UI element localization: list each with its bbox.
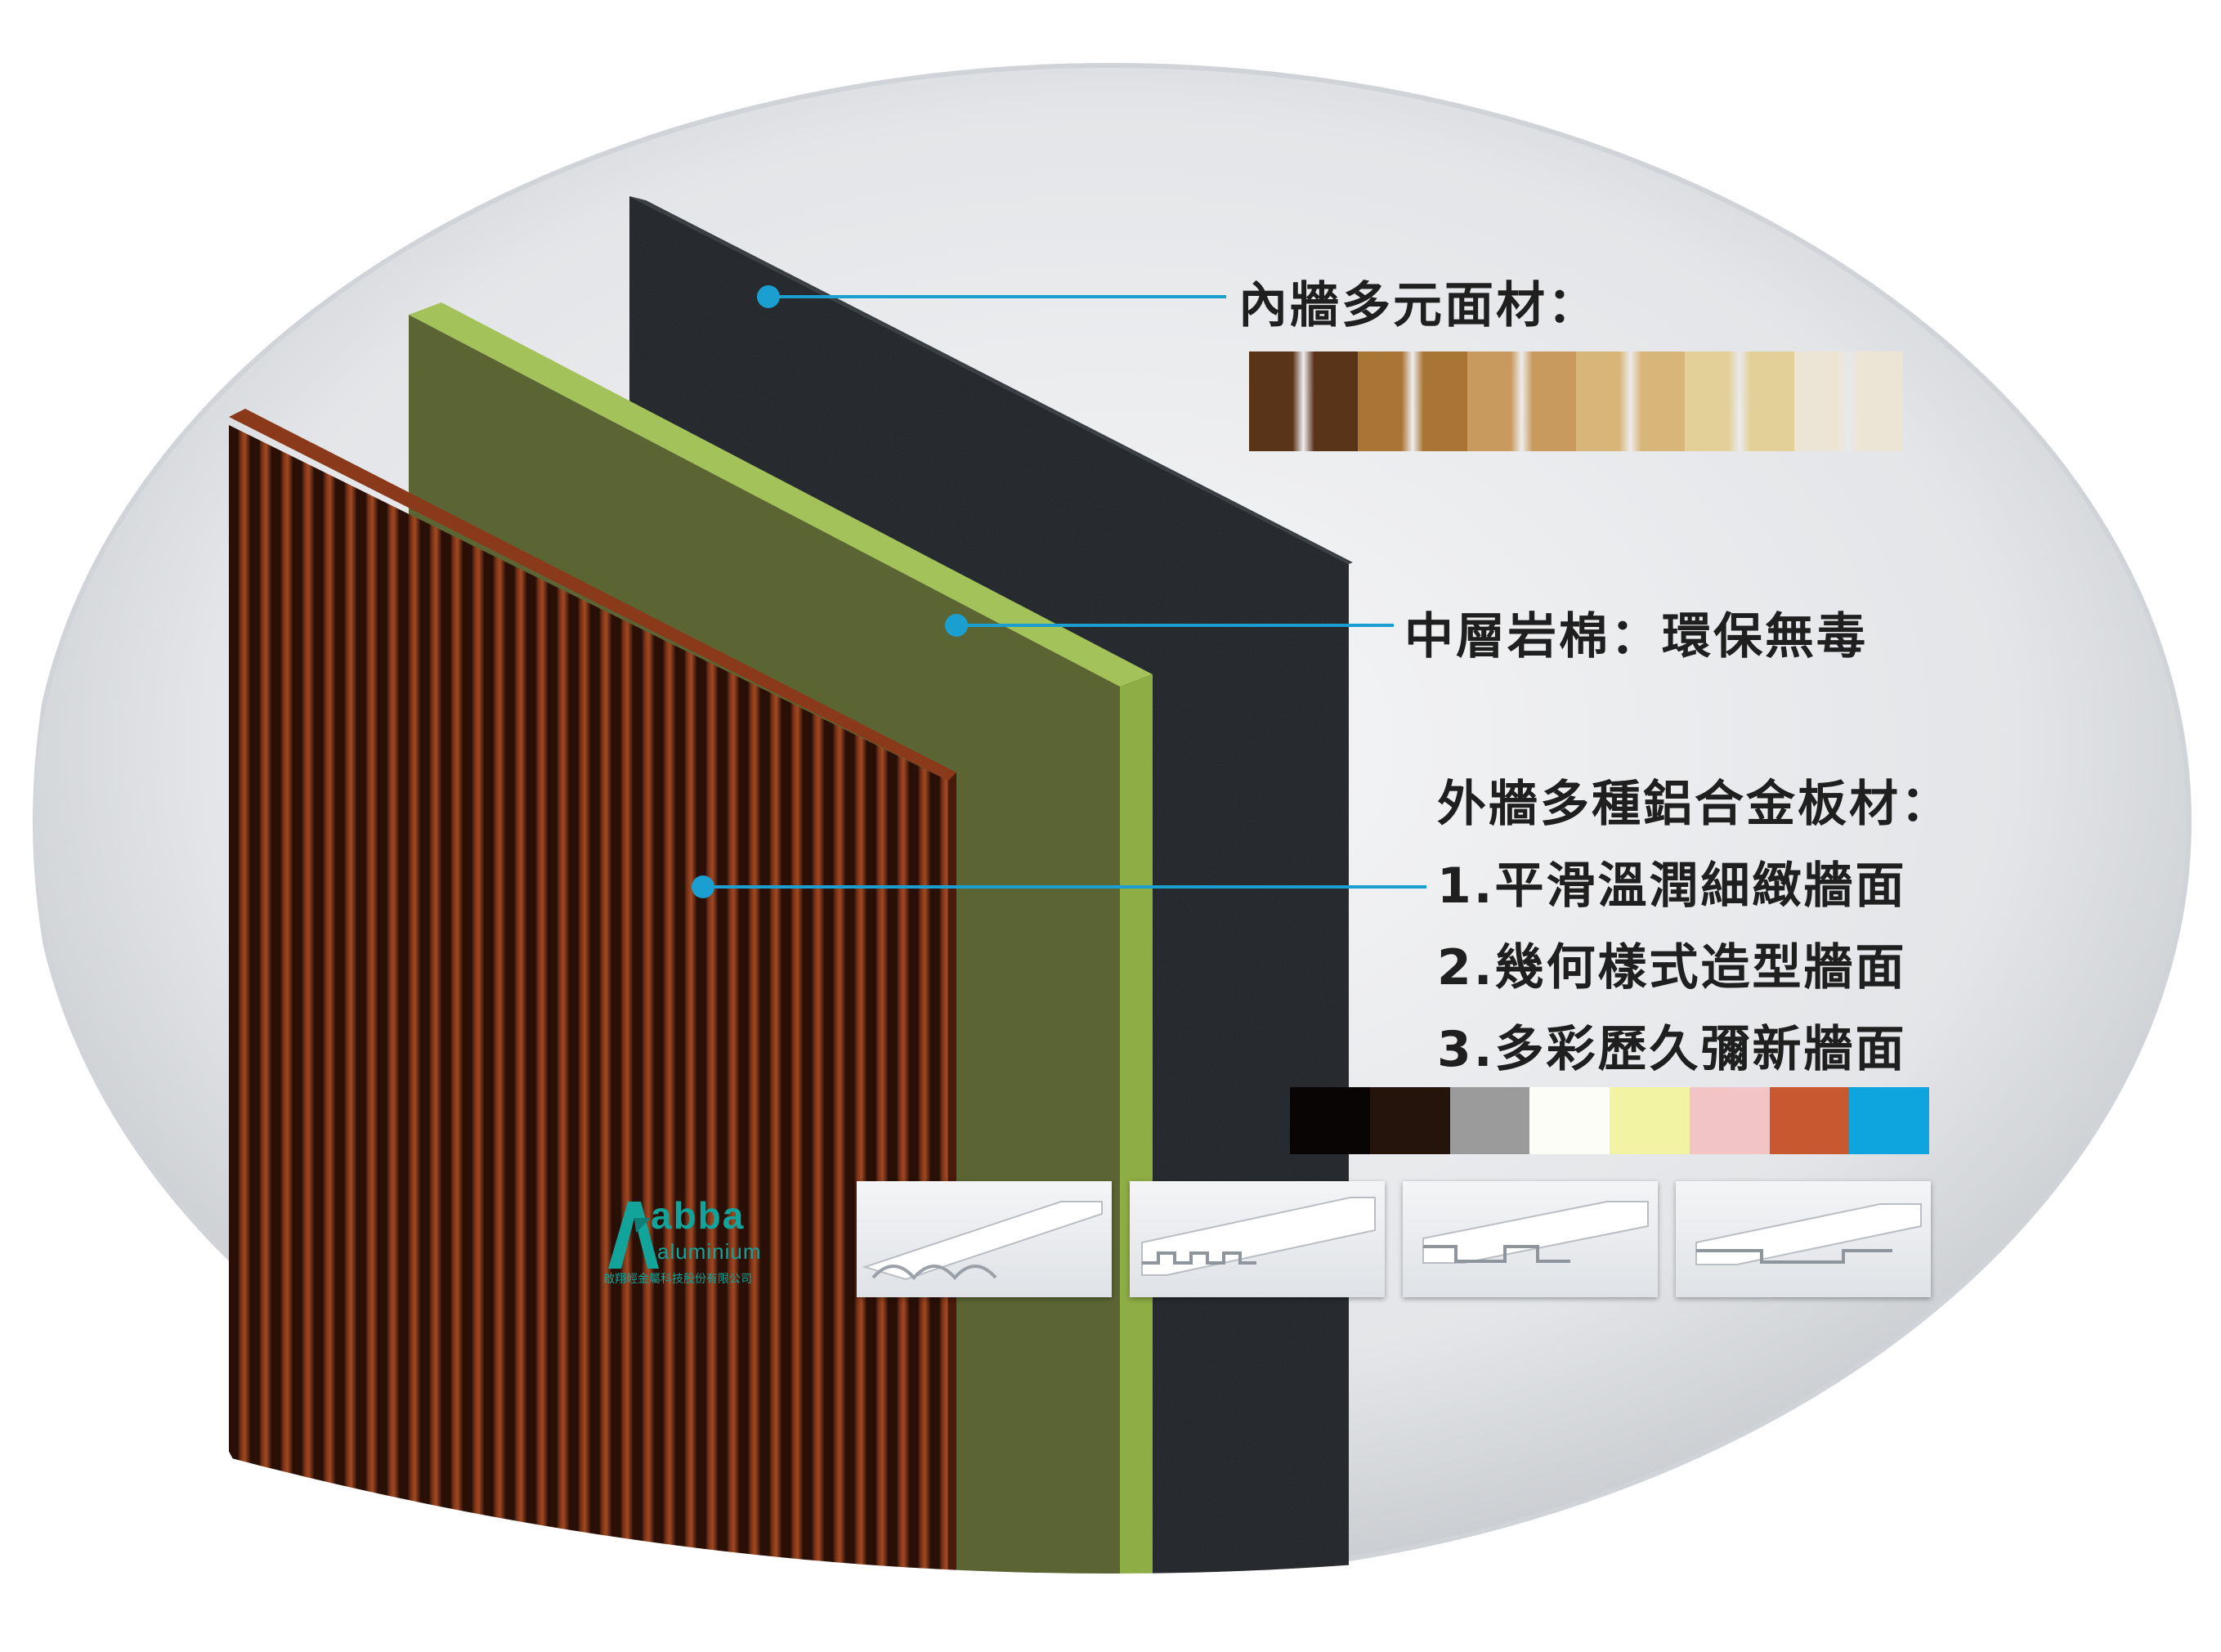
label-inner-wall: 內牆多元面材： (1238, 277, 1599, 334)
multi-rib-profile-icon (1141, 1197, 1376, 1276)
color-swatch-1 (1290, 1087, 1370, 1154)
brand-logo: abba aluminium 啟翔輕金屬科技股份有限公司 (603, 1193, 799, 1292)
wood-swatch-5 (1685, 351, 1794, 451)
stepped-profile-icon (1422, 1201, 1649, 1264)
wood-swatch-6 (1793, 351, 1903, 451)
label-outer-item-2: 2.幾何樣式造型牆面 (1437, 939, 1907, 996)
color-swatch-7 (1769, 1087, 1850, 1154)
color-swatch-2 (1369, 1087, 1450, 1154)
color-swatch-8 (1849, 1087, 1929, 1154)
wood-swatch-3 (1466, 351, 1576, 451)
brand-company: 啟翔輕金屬科技股份有限公司 (603, 1273, 752, 1286)
leader-dot-inner (757, 285, 780, 308)
label-outer-item-1: 1.平滑溫潤細緻牆面 (1437, 857, 1907, 915)
aluminium-panel-layer (229, 409, 956, 1627)
wood-finish-swatches (1249, 351, 1903, 451)
leader-dot-outer (692, 875, 714, 898)
label-outer-item-3: 3.多彩歷久彌新牆面 (1437, 1021, 1907, 1078)
leader-dot-middle (945, 614, 968, 637)
brand-name: abba (651, 1194, 746, 1237)
color-swatch-3 (1449, 1087, 1530, 1154)
brand-subtitle: aluminium (657, 1239, 762, 1264)
round-groove-profile-icon (862, 1201, 1103, 1281)
color-option-swatches (1290, 1087, 1929, 1154)
color-swatch-5 (1610, 1087, 1690, 1154)
leader-lines (692, 285, 1426, 898)
profile-stepped (1403, 1181, 1658, 1297)
wood-swatch-1 (1249, 351, 1359, 451)
flat-step-profile-icon (1695, 1203, 1922, 1265)
label-middle-rockwool: 中層岩棉：環保無毒 (1404, 608, 1868, 665)
oval-left-mask (0, 0, 343, 1652)
color-swatch-6 (1689, 1087, 1770, 1154)
color-swatch-4 (1529, 1087, 1610, 1154)
profile-round-groove (857, 1181, 1112, 1297)
profile-flat-step (1676, 1181, 1931, 1297)
label-outer-wall-title: 外牆多種鋁合金板材： (1437, 776, 1952, 833)
wood-swatch-2 (1358, 351, 1467, 451)
oval-bottom-mask (0, 1390, 2221, 1652)
profile-multi-rib (1130, 1181, 1385, 1297)
wood-swatch-4 (1575, 351, 1686, 451)
abba-logo-icon (608, 1202, 659, 1269)
